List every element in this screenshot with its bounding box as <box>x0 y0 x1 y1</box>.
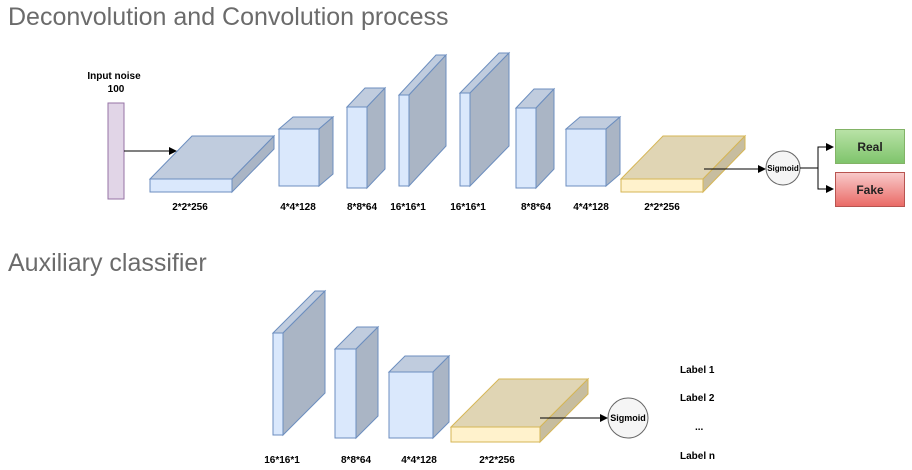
classifier-layer-2-front <box>334 348 357 439</box>
deconv-layer-label-5: 16*16*1 <box>450 202 486 213</box>
class-label-n: Label n <box>680 451 715 462</box>
deconv-layer-3 <box>345 86 387 190</box>
classifier-layer-3-front <box>388 371 434 439</box>
deconv-layer-4-side <box>408 53 447 188</box>
classifier-layer-label-3: 4*4*128 <box>401 455 437 466</box>
deconv-layer-6-side <box>535 87 555 190</box>
classifier-layer-4 <box>449 377 590 444</box>
classifier-layer-1-side <box>282 289 326 437</box>
deconv-layer-label-8: 2*2*256 <box>644 202 680 213</box>
deconv-layer-2 <box>277 115 335 188</box>
deconv-layer-4-front <box>398 94 410 187</box>
deconv-layer-8-front <box>620 178 704 193</box>
classifier-layer-4-front <box>450 426 541 443</box>
classifier-layer-2 <box>333 325 380 440</box>
deconv-layer-8 <box>619 134 747 194</box>
classifier-layer-2-side <box>355 325 379 440</box>
classifier-layer-1-front <box>272 332 284 436</box>
class-label-2: Label 2 <box>680 393 715 404</box>
classifier-layer-label-1: 16*16*1 <box>264 455 300 466</box>
deconv-layer-label-3: 8*8*64 <box>347 202 377 213</box>
deconv-layer-5 <box>458 51 511 188</box>
deconv-layer-label-4: 16*16*1 <box>390 202 426 213</box>
deconv-layer-8-side <box>702 134 746 194</box>
class-label-1: Label 1 <box>680 365 715 376</box>
deconv-layer-6-front <box>515 107 537 189</box>
classifier-layer-3 <box>387 354 451 440</box>
deconv-layer-2-front <box>278 128 320 187</box>
to-real-arrow <box>800 143 834 169</box>
classifier-layer-1 <box>271 289 327 437</box>
classifier-layer-label-4: 2*2*256 <box>479 455 515 466</box>
sigmoid-label-aux: Sigmoid <box>610 413 646 423</box>
deconv-layer-1-front <box>149 178 233 193</box>
deconv-layer-2-side <box>318 115 334 188</box>
deconv-layer-label-1: 2*2*256 <box>172 202 208 213</box>
classifier-layers: 16*16*1 8*8*64 4*4*128 2*2*256 <box>264 289 590 466</box>
input-noise-label: Input noise <box>87 71 141 82</box>
deconv-layer-3-side <box>366 86 386 190</box>
deconv-layer-7-side <box>605 115 621 188</box>
deconv-layer-label-7: 4*4*128 <box>573 202 609 213</box>
deconv-layer-1 <box>148 134 276 194</box>
deconv-layer-3-front <box>346 106 368 189</box>
deconv-layer-7-front <box>565 128 607 187</box>
to-fake-arrow <box>817 168 834 193</box>
sigmoid-label: Sigmoid <box>767 164 799 173</box>
deconv-layer-7 <box>564 115 622 188</box>
deconv-layer-label-2: 4*4*128 <box>280 202 316 213</box>
title-deconvolution: Deconvolution and Convolution process <box>8 3 449 31</box>
deconv-layer-5-front <box>459 92 471 187</box>
deconv-layer-5-side <box>469 51 510 188</box>
input-noise-size: 100 <box>108 84 125 95</box>
deconv-layer-6 <box>514 87 556 190</box>
deconv-layer-4 <box>397 53 448 188</box>
classifier-layer-4-side <box>539 377 589 444</box>
sigmoid-node-aux <box>607 397 649 439</box>
deconv-layer-1-side <box>231 134 275 194</box>
title-auxiliary-classifier: Auxiliary classifier <box>8 249 207 277</box>
classifier-layer-3-side <box>432 354 450 440</box>
classifier-layer-label-2: 8*8*64 <box>341 455 371 466</box>
class-label-ellipsis: ... <box>695 422 704 433</box>
real-output-box: Real <box>835 129 905 164</box>
deconv-layer-label-6: 8*8*64 <box>521 202 551 213</box>
fake-output-box: Fake <box>835 172 905 207</box>
input-noise-block <box>107 102 125 200</box>
deconv-layers: 2*2*256 4*4*128 8*8*64 16*16*1 16*16*1 8*8*64… <box>148 51 747 213</box>
